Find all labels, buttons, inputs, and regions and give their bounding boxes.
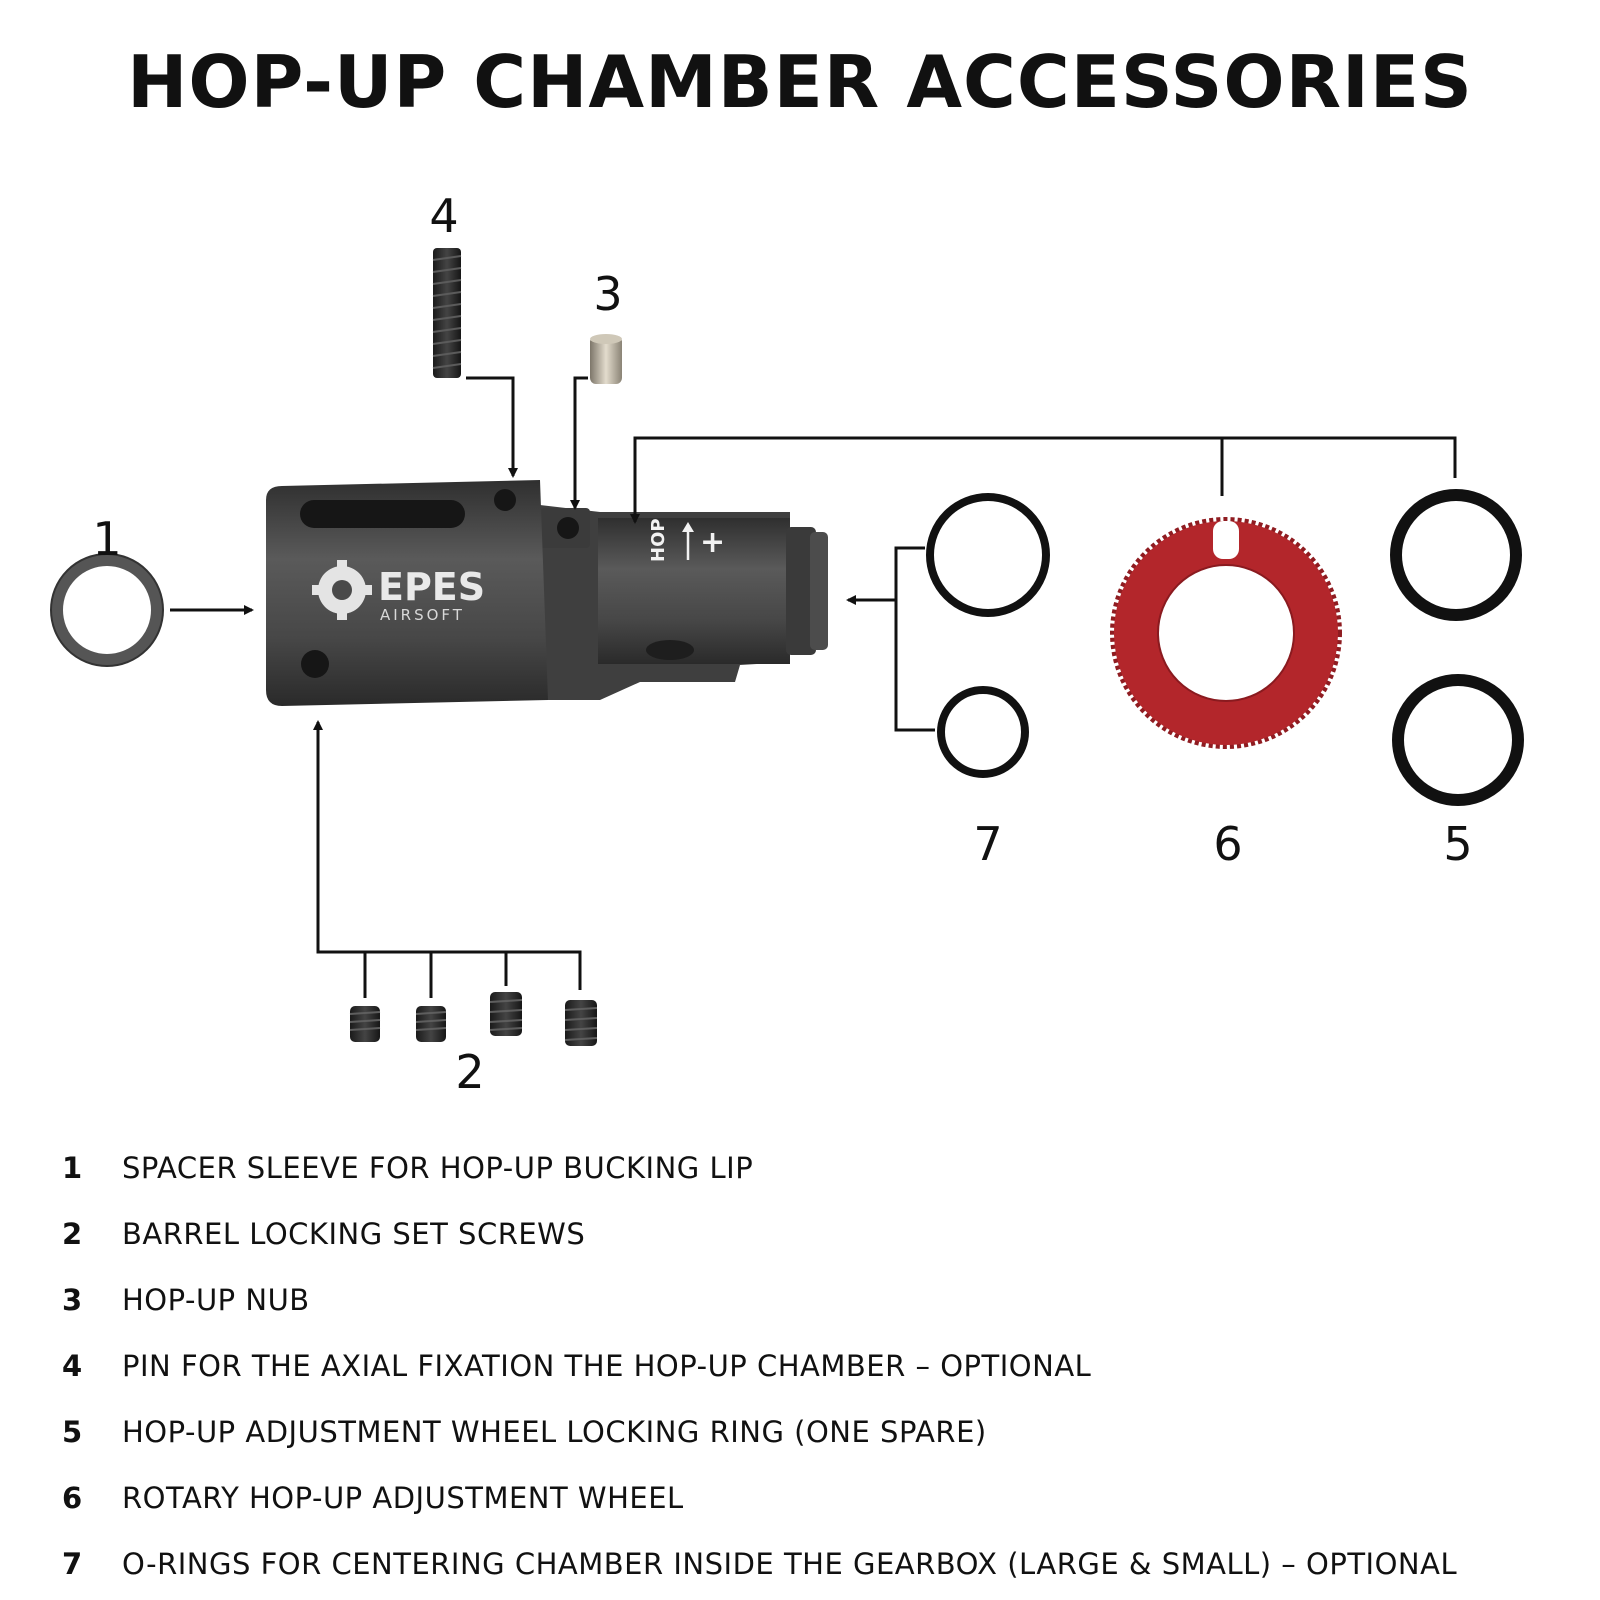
leader-7 [894, 546, 935, 732]
leader-5-6 [630, 436, 1457, 524]
legend-number: 7 [62, 1547, 83, 1581]
legend-text: BARREL LOCKING SET SCREWS [122, 1217, 586, 1251]
hopup-chamber: EPES AIRSOFT HOP + [266, 480, 828, 706]
legend-item: 7 O-RINGS FOR CENTERING CHAMBER INSIDE TH… [62, 1531, 1457, 1597]
locking-ring-top [1390, 489, 1522, 621]
legend-text: HOP-UP ADJUSTMENT WHEEL LOCKING RING (ON… [122, 1415, 987, 1449]
legend-number: 2 [62, 1217, 83, 1251]
legend-item: 2 BARREL LOCKING SET SCREWS [62, 1201, 1457, 1267]
legend-item: 6 ROTARY HOP-UP ADJUSTMENT WHEEL [62, 1465, 1457, 1531]
brand-logo-icon [312, 560, 372, 620]
legend-number: 6 [62, 1481, 83, 1515]
leader-4 [466, 376, 518, 478]
legend-text: O-RINGS FOR CENTERING CHAMBER INSIDE THE… [122, 1547, 1458, 1581]
callout-4: 4 [429, 189, 458, 243]
legend-number: 4 [62, 1349, 83, 1383]
brand-name: EPES [378, 565, 485, 609]
legend-text: SPACER SLEEVE FOR HOP-UP BUCKING LIP [122, 1151, 754, 1185]
legend-item: 1 SPACER SLEEVE FOR HOP-UP BUCKING LIP [62, 1135, 1457, 1201]
hop-marking: HOP [648, 518, 669, 562]
callout-2: 2 [455, 1045, 484, 1099]
legend-item: 4 PIN FOR THE AXIAL FIXATION THE HOP-UP C… [62, 1333, 1457, 1399]
hop-plus-marking: + [700, 525, 725, 560]
hopup-nub [590, 334, 622, 384]
parts-legend: 1 SPACER SLEEVE FOR HOP-UP BUCKING LIP 2 B… [62, 1135, 1457, 1597]
legend-text: HOP-UP NUB [122, 1283, 310, 1317]
page-title: HOP-UP CHAMBER ACCESSORIES [127, 40, 1473, 124]
parts-diagram: EPES AIRSOFT HOP + 4 3 7 6 5 [50, 189, 1524, 1099]
set-screw [564, 1000, 598, 1046]
o-ring-large [926, 493, 1050, 617]
legend-number: 5 [62, 1415, 83, 1449]
brand-subtitle: AIRSOFT [380, 606, 465, 624]
set-screws [349, 992, 598, 1046]
o-ring-small [937, 686, 1029, 778]
set-screw [349, 1006, 381, 1042]
locking-ring-bottom [1392, 674, 1524, 806]
callout-5: 5 [1443, 817, 1472, 871]
legend-number: 1 [62, 1151, 83, 1185]
callout-3: 3 [593, 267, 622, 321]
legend-number: 3 [62, 1283, 83, 1317]
set-screw [489, 992, 523, 1036]
legend-text: ROTARY HOP-UP ADJUSTMENT WHEEL [122, 1481, 684, 1515]
rotary-adjustment-wheel [1110, 517, 1342, 749]
spacer-sleeve [50, 553, 164, 667]
legend-item: 5 HOP-UP ADJUSTMENT WHEEL LOCKING RING (O… [62, 1399, 1457, 1465]
legend-item: 3 HOP-UP NUB [62, 1267, 1457, 1333]
callout-1: 1 [92, 512, 121, 566]
hop-direction-arrow-icon [682, 522, 694, 532]
set-screw [415, 1006, 447, 1042]
leader-2 [313, 720, 582, 990]
legend-text: PIN FOR THE AXIAL FIXATION THE HOP-UP CH… [122, 1349, 1092, 1383]
axial-fixation-pin [432, 248, 462, 378]
leader-3 [570, 376, 588, 510]
callout-6: 6 [1213, 817, 1242, 871]
callout-7: 7 [973, 817, 1002, 871]
